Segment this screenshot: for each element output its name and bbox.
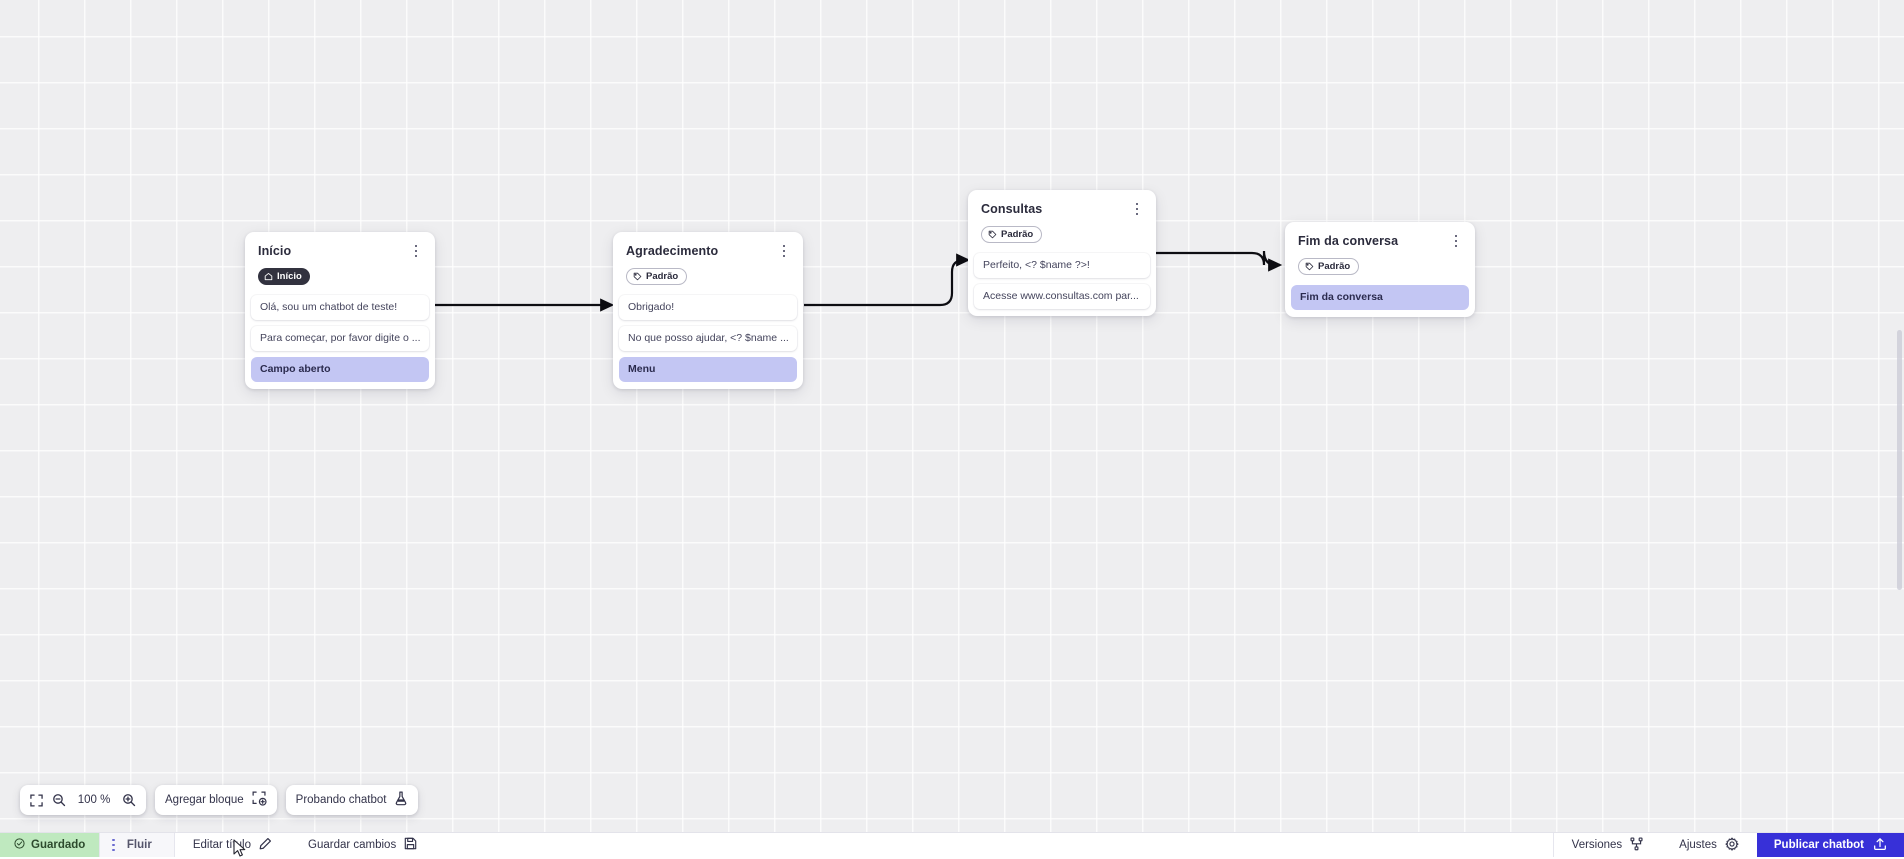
zoom-controls: 100 % bbox=[20, 785, 146, 815]
node-header: Consultas bbox=[968, 190, 1156, 218]
node-badge-row: Início bbox=[245, 260, 435, 295]
flask-icon bbox=[394, 791, 408, 809]
node-header: Início bbox=[245, 232, 435, 260]
badge-label: Padrão bbox=[646, 272, 678, 282]
zoom-level-value: 100 % bbox=[75, 794, 113, 806]
node-row-message[interactable]: Acesse www.consultas.com par... bbox=[974, 284, 1150, 309]
save-changes-label: Guardar cambios bbox=[308, 839, 396, 851]
pencil-icon bbox=[259, 837, 272, 853]
node-title: Início bbox=[258, 243, 291, 259]
node-menu-button[interactable] bbox=[776, 242, 792, 260]
canvas-toolbar: 100 % Agregar bloque Probando chatbot bbox=[20, 785, 418, 815]
upload-icon bbox=[1873, 837, 1887, 854]
tab-fluir-label: Fluir bbox=[127, 839, 152, 851]
node-title: Agradecimento bbox=[626, 243, 718, 259]
node-title: Consultas bbox=[981, 201, 1042, 217]
node-menu-button[interactable] bbox=[1448, 232, 1464, 250]
badge-padrao[interactable]: Padrão bbox=[1298, 258, 1359, 275]
vertical-scrollbar[interactable] bbox=[1897, 330, 1902, 590]
branch-icon bbox=[1630, 837, 1643, 854]
node-row-message[interactable]: No que posso ajudar, <? $name ... bbox=[619, 326, 797, 351]
add-block-button[interactable]: Agregar bloque bbox=[165, 785, 267, 815]
badge-label: Padrão bbox=[1318, 262, 1350, 272]
edit-title-button[interactable]: Editar título bbox=[175, 833, 290, 857]
node-row-action[interactable]: Fim da conversa bbox=[1291, 285, 1469, 310]
add-block-icon bbox=[252, 791, 267, 809]
publish-label: Publicar chatbot bbox=[1774, 839, 1864, 851]
saved-status-badge: Guardado bbox=[0, 833, 99, 857]
settings-label: Ajustes bbox=[1679, 839, 1717, 851]
node-row-action[interactable]: Menu bbox=[619, 357, 797, 382]
save-changes-button[interactable]: Guardar cambios bbox=[290, 833, 435, 857]
node-menu-button[interactable] bbox=[1129, 200, 1145, 218]
node-title: Fim da conversa bbox=[1298, 233, 1398, 249]
badge-label: Início bbox=[277, 272, 302, 282]
node-badge-row: Padrão bbox=[1285, 250, 1475, 285]
node-header: Fim da conversa bbox=[1285, 222, 1475, 250]
node-row-message[interactable]: Obrigado! bbox=[619, 295, 797, 320]
badge-label: Padrão bbox=[1001, 230, 1033, 240]
connector-agradecimento-consultas bbox=[804, 260, 968, 305]
statusbar-spacer bbox=[435, 833, 1552, 857]
badge-inicio[interactable]: Início bbox=[258, 268, 310, 285]
connector-consultas-fim bbox=[1156, 251, 1280, 265]
fit-screen-icon[interactable] bbox=[30, 794, 43, 807]
floppy-icon bbox=[404, 837, 417, 853]
node-row-message[interactable]: Perfeito, <? $name ?>! bbox=[974, 253, 1150, 278]
node-inicio[interactable]: Início Início Olá, sou um chatbot de tes… bbox=[245, 232, 435, 389]
versions-button[interactable]: Versiones bbox=[1554, 833, 1662, 857]
node-fim-da-conversa[interactable]: Fim da conversa Padrão Fim da conversa bbox=[1285, 222, 1475, 317]
flow-canvas[interactable]: Início Início Olá, sou um chatbot de tes… bbox=[0, 0, 1904, 832]
test-chatbot-group[interactable]: Probando chatbot bbox=[286, 785, 419, 815]
add-block-group[interactable]: Agregar bloque bbox=[155, 785, 277, 815]
test-chatbot-label: Probando chatbot bbox=[296, 794, 387, 806]
publish-chatbot-button[interactable]: Publicar chatbot bbox=[1757, 833, 1904, 857]
saved-label: Guardado bbox=[31, 839, 85, 851]
gear-icon bbox=[1725, 837, 1739, 854]
node-badge-row: Padrão bbox=[968, 218, 1156, 253]
node-row-action[interactable]: Campo aberto bbox=[251, 357, 429, 382]
tag-icon bbox=[633, 272, 642, 281]
zoom-out-icon[interactable] bbox=[52, 793, 66, 807]
node-rows: Obrigado! No que posso ajudar, <? $name … bbox=[613, 295, 803, 382]
connector-layer bbox=[0, 0, 1904, 832]
tab-fluir[interactable]: Fluir bbox=[99, 833, 175, 857]
node-menu-button[interactable] bbox=[408, 242, 424, 260]
node-rows: Olá, sou um chatbot de teste! Para começ… bbox=[245, 295, 435, 382]
add-block-label: Agregar bloque bbox=[165, 794, 244, 806]
test-chatbot-button[interactable]: Probando chatbot bbox=[296, 785, 409, 815]
node-rows: Perfeito, <? $name ?>! Acesse www.consul… bbox=[968, 253, 1156, 309]
node-badge-row: Padrão bbox=[613, 260, 803, 295]
node-consultas[interactable]: Consultas Padrão Perfeito, <? $name ?>! … bbox=[968, 190, 1156, 316]
versions-label: Versiones bbox=[1572, 839, 1623, 851]
node-row-message[interactable]: Olá, sou um chatbot de teste! bbox=[251, 295, 429, 320]
badge-padrao[interactable]: Padrão bbox=[981, 226, 1042, 243]
settings-button[interactable]: Ajustes bbox=[1661, 833, 1757, 857]
node-rows: Fim da conversa bbox=[1285, 285, 1475, 310]
status-bar: Guardado Fluir Editar título Guardar cam… bbox=[0, 832, 1904, 857]
node-row-message[interactable]: Para começar, por favor digite o ... bbox=[251, 326, 429, 351]
tag-icon bbox=[1305, 262, 1314, 271]
node-header: Agradecimento bbox=[613, 232, 803, 260]
statusbar-right-group: Versiones Ajustes Publicar chatbot bbox=[1553, 833, 1904, 857]
home-icon bbox=[264, 272, 273, 281]
tag-icon bbox=[988, 230, 997, 239]
badge-padrao[interactable]: Padrão bbox=[626, 268, 687, 285]
zoom-in-icon[interactable] bbox=[122, 793, 136, 807]
node-agradecimento[interactable]: Agradecimento Padrão Obrigado! No que po… bbox=[613, 232, 803, 389]
check-circle-icon bbox=[14, 838, 25, 852]
dots-vertical-icon[interactable] bbox=[112, 839, 115, 852]
edit-title-label: Editar título bbox=[193, 839, 251, 851]
